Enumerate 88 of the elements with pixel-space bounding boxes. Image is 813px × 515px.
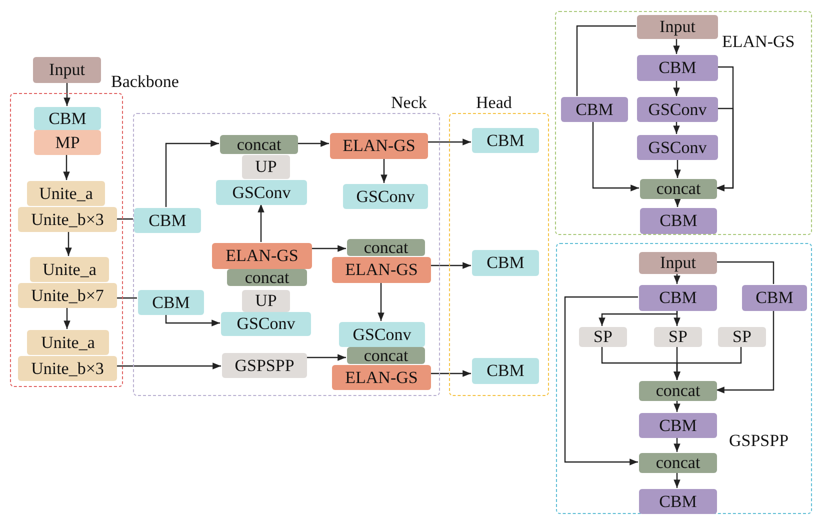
module-box: Input xyxy=(639,252,717,274)
module-box: Input xyxy=(637,15,718,39)
arrow xyxy=(430,262,471,269)
connector-line xyxy=(116,297,137,299)
module-box: SP xyxy=(718,327,766,347)
arrow xyxy=(380,158,388,183)
arrow xyxy=(64,307,70,329)
module-box: CBM xyxy=(138,290,204,315)
module-box: CBM xyxy=(639,285,717,311)
module-box: concat xyxy=(347,347,425,364)
module-box: CBM xyxy=(639,413,717,438)
module-box: concat xyxy=(639,381,717,401)
module-box: MP xyxy=(34,130,101,155)
arrow xyxy=(673,38,680,54)
arrow xyxy=(673,80,680,96)
module-box: concat xyxy=(347,239,425,256)
connector-line xyxy=(576,25,636,96)
module-box: CBM xyxy=(472,250,539,276)
arrow xyxy=(674,159,681,178)
module-box: GSPSPP xyxy=(222,353,307,378)
arrow xyxy=(716,108,734,192)
module-box: Unite_a xyxy=(27,181,105,206)
arrow xyxy=(674,472,680,488)
module-box: SP xyxy=(654,327,702,347)
arrow xyxy=(65,231,72,256)
arrow xyxy=(674,400,680,412)
module-box: concat xyxy=(220,135,298,154)
arrow xyxy=(430,370,471,377)
module-box: ELAN-GS xyxy=(332,365,431,390)
module-box: GSConv xyxy=(343,184,428,209)
module-box: CBM xyxy=(472,358,539,384)
arrow xyxy=(673,121,680,134)
module-box: CBM xyxy=(472,128,539,153)
module-box: SP xyxy=(579,327,627,347)
arrow xyxy=(378,282,384,321)
arrow xyxy=(674,273,680,284)
module-box: CBM xyxy=(637,55,718,81)
module-box: GSConv xyxy=(637,97,718,122)
arrow xyxy=(716,310,774,394)
arrow xyxy=(674,346,742,380)
module-box: ELAN-GS xyxy=(212,243,312,269)
arrow xyxy=(674,198,681,207)
arrow xyxy=(64,83,70,106)
module-box: ELAN-GS xyxy=(332,257,431,283)
module-box: concat xyxy=(640,179,717,199)
group-frame xyxy=(556,243,812,514)
module-box: GSConv xyxy=(221,312,311,336)
module-box: GSConv xyxy=(216,180,307,205)
module-box: Unite_b×3 xyxy=(18,207,117,232)
module-box: Unite_a xyxy=(30,257,109,282)
arrow xyxy=(116,362,221,370)
group-title: Neck xyxy=(391,93,427,113)
arrow xyxy=(165,314,220,326)
group-frame xyxy=(555,11,812,235)
module-box: CBM xyxy=(742,285,807,311)
group-title: Backbone xyxy=(111,72,179,92)
module-box: Unite_b×7 xyxy=(18,283,117,308)
group-title: Head xyxy=(476,93,512,113)
group-title: ELAN-GS xyxy=(722,32,795,52)
module-box: concat xyxy=(639,453,717,473)
arrow xyxy=(674,437,680,452)
arrow xyxy=(165,140,219,207)
module-box: Input xyxy=(33,57,101,83)
module-box: Unite_a xyxy=(27,330,109,355)
module-box: GSConv xyxy=(637,135,718,160)
group-title: GSPSPP xyxy=(729,431,789,451)
module-box: CBM xyxy=(640,208,717,234)
connector-line xyxy=(116,218,133,220)
arrow xyxy=(674,310,680,326)
module-box: Unite_b×3 xyxy=(18,356,117,381)
module-box: CBM xyxy=(561,97,628,122)
arrow xyxy=(63,154,70,180)
arrow xyxy=(297,140,329,147)
module-box: UP xyxy=(242,155,290,179)
module-box: GSConv xyxy=(339,322,425,347)
arrow xyxy=(311,245,346,252)
arrow xyxy=(427,138,471,146)
module-box: UP xyxy=(242,290,290,312)
module-box: concat xyxy=(227,269,307,286)
arrow xyxy=(258,204,264,242)
module-box: CBM xyxy=(34,107,101,130)
arrow xyxy=(306,354,346,361)
module-box: CBM xyxy=(639,489,717,514)
connector-line xyxy=(716,261,774,284)
arrow xyxy=(592,121,639,192)
arrow xyxy=(564,296,638,466)
module-box: CBM xyxy=(134,208,201,233)
module-box: ELAN-GS xyxy=(330,133,428,159)
